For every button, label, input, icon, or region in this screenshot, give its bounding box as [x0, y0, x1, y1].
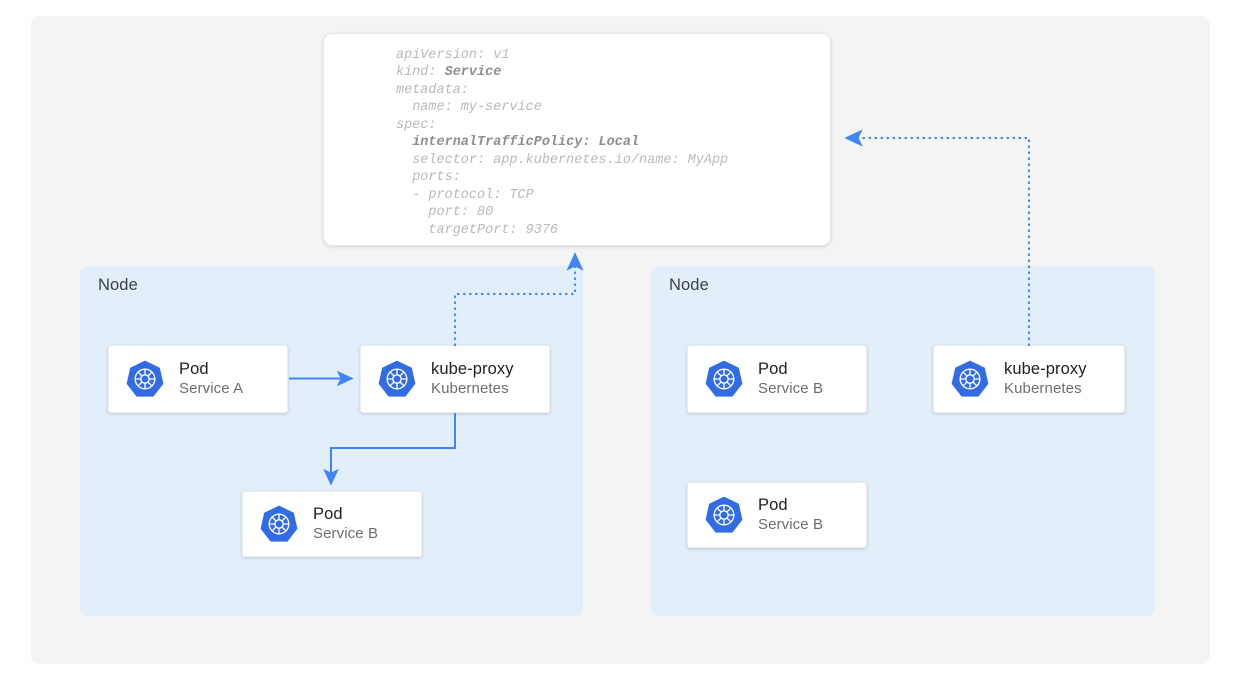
node-panel-left: Node	[80, 266, 583, 616]
card-pod-service-a[interactable]: Pod Service A	[108, 345, 288, 413]
node-label: Node	[98, 276, 138, 294]
card-subtitle: Kubernetes	[431, 380, 509, 397]
kubernetes-logo-icon	[704, 495, 744, 535]
card-subtitle: Service B	[758, 380, 824, 397]
service-manifest-card: apiVersion: v1 kind: Service metadata: n…	[323, 33, 831, 246]
card-title: Pod	[313, 505, 343, 523]
card-title: kube-proxy	[431, 360, 514, 378]
service-manifest-code: apiVersion: v1 kind: Service metadata: n…	[396, 48, 729, 238]
kubernetes-logo-icon	[259, 504, 299, 544]
node-label: Node	[669, 276, 709, 294]
kubernetes-logo-icon	[704, 359, 744, 399]
card-kube-proxy-right[interactable]: kube-proxy Kubernetes	[933, 345, 1125, 413]
card-subtitle: Service B	[758, 516, 824, 533]
kubernetes-logo-icon	[377, 359, 417, 399]
card-text: Pod Service B	[758, 495, 823, 535]
kubernetes-logo-icon	[950, 359, 990, 399]
card-pod-service-b-left[interactable]: Pod Service B	[242, 491, 422, 557]
card-subtitle: Kubernetes	[1004, 380, 1082, 397]
card-title: Pod	[179, 360, 209, 378]
card-title: Pod	[758, 496, 788, 514]
card-text: Pod Service B	[758, 359, 823, 399]
card-pod-service-b-right-bottom[interactable]: Pod Service B	[687, 482, 867, 548]
card-text: Pod Service A	[179, 359, 243, 399]
card-subtitle: Service B	[313, 525, 379, 542]
card-text: Pod Service B	[313, 504, 378, 544]
kubernetes-logo-icon	[125, 359, 165, 399]
card-subtitle: Service A	[179, 380, 244, 397]
card-title: Pod	[758, 360, 788, 378]
card-kube-proxy-left[interactable]: kube-proxy Kubernetes	[360, 345, 550, 413]
node-panel-right: Node	[651, 266, 1155, 616]
card-title: kube-proxy	[1004, 360, 1087, 378]
card-pod-service-b-right-top[interactable]: Pod Service B	[687, 345, 867, 413]
card-text: kube-proxy Kubernetes	[431, 359, 514, 399]
card-text: kube-proxy Kubernetes	[1004, 359, 1087, 399]
